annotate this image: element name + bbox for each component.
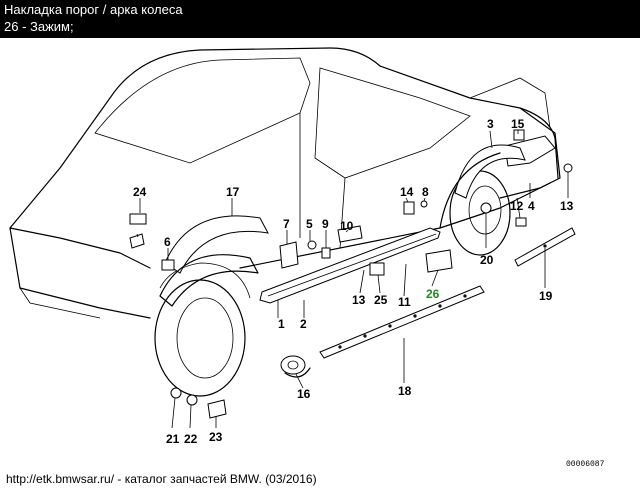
fasteners bbox=[129, 129, 573, 419]
callout-25[interactable]: 25 bbox=[374, 293, 388, 307]
callout-21[interactable]: 21 bbox=[166, 432, 180, 446]
clip-10 bbox=[337, 225, 363, 243]
clip-26 bbox=[425, 249, 453, 273]
front-arch-trim bbox=[164, 215, 269, 274]
clip-15 bbox=[513, 129, 525, 141]
tape-roll bbox=[280, 355, 311, 378]
callout-12[interactable]: 12 bbox=[510, 199, 524, 213]
callout-6[interactable]: 6 bbox=[164, 235, 171, 249]
clip-5-front bbox=[129, 233, 145, 249]
callout-23[interactable]: 23 bbox=[209, 430, 223, 444]
callout-19[interactable]: 19 bbox=[539, 289, 553, 303]
callout-13-rear[interactable]: 13 bbox=[560, 199, 574, 213]
callout-22[interactable]: 22 bbox=[184, 432, 198, 446]
callout-17[interactable]: 17 bbox=[226, 185, 240, 199]
header-bar: Накладка порог / арка колеса 26 - Зажим; bbox=[0, 0, 640, 38]
callout-labels: 1 2 3 4 5 6 7 8 9 10 11 12 13 13 14 15 1… bbox=[133, 117, 574, 446]
diagram-title: Накладка порог / арка колеса bbox=[4, 2, 183, 17]
callout-16[interactable]: 16 bbox=[297, 387, 311, 401]
leader-lines bbox=[136, 130, 569, 429]
car-body-outline bbox=[9, 47, 561, 319]
callout-8[interactable]: 8 bbox=[422, 185, 429, 199]
front-arch-trim-lower bbox=[159, 254, 259, 307]
clip-14 bbox=[403, 201, 415, 215]
callout-24[interactable]: 24 bbox=[133, 185, 147, 199]
callout-11[interactable]: 11 bbox=[398, 295, 411, 309]
clip-24 bbox=[129, 213, 147, 225]
callout-20[interactable]: 20 bbox=[480, 253, 494, 267]
rear-arch-trim bbox=[454, 144, 526, 199]
callout-5[interactable]: 5 bbox=[306, 217, 313, 231]
callout-26-selected[interactable]: 26 bbox=[426, 287, 440, 301]
rear-arch-edge bbox=[439, 152, 501, 229]
clip-9 bbox=[321, 247, 331, 259]
screw-12 bbox=[515, 217, 527, 227]
screw-8 bbox=[420, 200, 428, 208]
washer-22 bbox=[186, 394, 198, 406]
selected-part-label: 26 - Зажим; bbox=[4, 19, 74, 34]
callout-1[interactable]: 1 bbox=[278, 317, 285, 331]
bracket-7 bbox=[279, 241, 299, 269]
source-footer: http://etk.bmwsar.ru/ - каталог запчасте… bbox=[6, 472, 317, 486]
callout-15[interactable]: 15 bbox=[511, 117, 525, 131]
sill-strip-holes bbox=[338, 294, 467, 349]
callout-14[interactable]: 14 bbox=[400, 185, 414, 199]
drawing-number: 00006087 bbox=[566, 460, 605, 469]
sill-trim-line bbox=[267, 233, 437, 297]
callout-9[interactable]: 9 bbox=[322, 217, 329, 231]
callout-7[interactable]: 7 bbox=[283, 217, 290, 231]
callout-3[interactable]: 3 bbox=[487, 117, 494, 131]
screw-13-rear bbox=[563, 163, 573, 173]
clip-6 bbox=[161, 259, 175, 271]
callout-10[interactable]: 10 bbox=[340, 219, 354, 233]
callout-18[interactable]: 18 bbox=[398, 384, 412, 398]
grommet-20 bbox=[480, 202, 492, 214]
rear-strip-hole bbox=[543, 244, 547, 248]
callout-13-front[interactable]: 13 bbox=[352, 293, 366, 307]
parts-diagram: 1 2 3 4 5 6 7 8 9 10 11 12 13 13 14 15 1… bbox=[0, 38, 640, 492]
clip-21 bbox=[170, 387, 182, 399]
callout-2[interactable]: 2 bbox=[300, 317, 307, 331]
clip-25 bbox=[369, 262, 385, 276]
callout-4[interactable]: 4 bbox=[528, 199, 535, 213]
grommet-5 bbox=[307, 240, 317, 250]
sill-strip bbox=[319, 285, 485, 359]
clip-23 bbox=[207, 399, 227, 419]
parts-diagram-svg: 1 2 3 4 5 6 7 8 9 10 11 12 13 13 14 15 1… bbox=[9, 47, 576, 446]
front-wheel bbox=[154, 262, 251, 397]
